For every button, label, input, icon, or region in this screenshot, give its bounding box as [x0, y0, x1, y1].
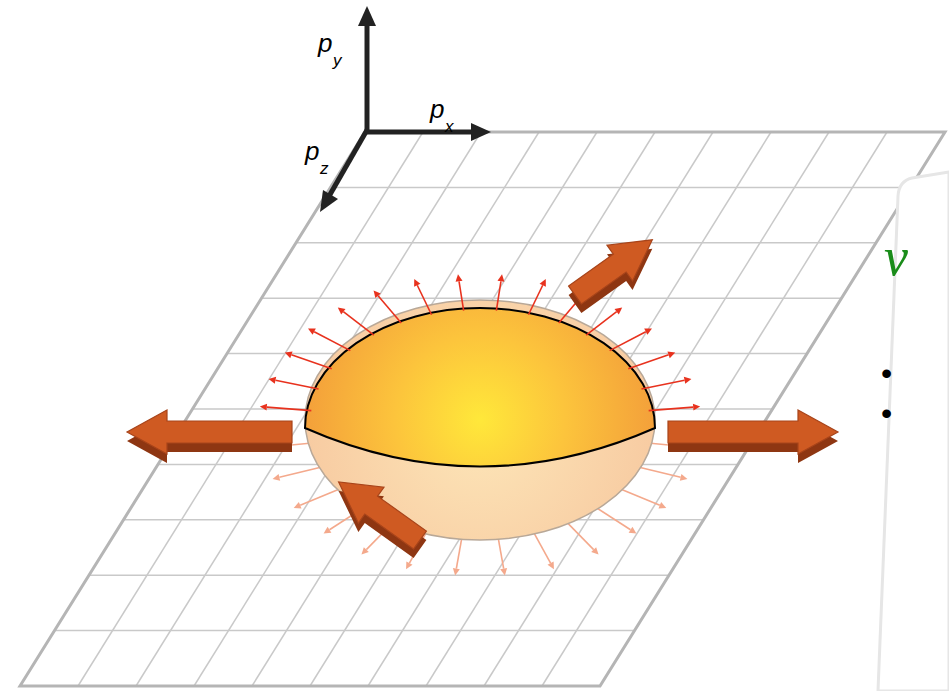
- flow-arrowhead: [361, 547, 368, 554]
- axis-label: p: [430, 96, 444, 122]
- upper-half-ellipsoid: [305, 308, 655, 467]
- flow-arrow: [459, 281, 464, 310]
- flow-arrow: [417, 285, 431, 315]
- flow-arrow: [300, 489, 339, 505]
- flow-arrow: [638, 467, 680, 477]
- flow-arrow: [597, 508, 630, 529]
- flow-arrow: [534, 534, 550, 563]
- flow-arrow: [610, 332, 646, 351]
- bullet: •: [881, 397, 892, 429]
- flow-arrowhead: [269, 377, 277, 384]
- grid-line: [89, 574, 669, 576]
- flow-arrowhead: [547, 562, 553, 570]
- flow-arrowhead: [540, 279, 546, 287]
- flow-arrow: [528, 285, 542, 315]
- flow-arrow: [267, 407, 312, 410]
- flow-arrowhead: [497, 274, 504, 281]
- flow-arrowhead: [629, 527, 637, 534]
- large-flow-arrows: [127, 240, 838, 558]
- flow-arrow: [641, 380, 684, 389]
- plane-border: [20, 132, 945, 686]
- flow-arrow: [279, 467, 321, 477]
- bullet: •: [881, 357, 892, 389]
- flow-arrow: [275, 380, 318, 389]
- flow-arrow: [628, 355, 668, 369]
- overlay-panel: [878, 172, 949, 691]
- flow-arrowhead: [500, 568, 507, 576]
- axis-arrowheads: [320, 6, 491, 212]
- flow-big-arrow: [569, 240, 653, 304]
- flow-arrowhead: [406, 562, 412, 570]
- grid-line: [55, 630, 635, 632]
- flow-arrow: [649, 407, 694, 410]
- flow-arrowhead: [658, 502, 666, 508]
- momentum-axes: [328, 22, 475, 198]
- flow-arrowhead: [338, 307, 346, 314]
- flow-arrowhead: [324, 527, 332, 534]
- momentum-plane: [20, 132, 945, 686]
- flow-arrowhead: [667, 352, 675, 359]
- axis-label: p: [318, 30, 332, 56]
- flow-arrowhead: [456, 274, 463, 281]
- axis-subscript: z: [320, 160, 329, 177]
- flow-arrow: [314, 332, 350, 351]
- flow-arrow: [496, 281, 501, 310]
- flow-arrowhead: [684, 377, 692, 384]
- flow-arrow: [586, 312, 617, 335]
- flow-coefficient: v: [884, 230, 908, 284]
- flow-arrowhead: [414, 279, 420, 287]
- flow-arrowhead: [294, 502, 302, 508]
- flow-arrow: [568, 523, 594, 549]
- flow-big-arrow: [339, 482, 427, 549]
- flow-arrowhead: [374, 290, 381, 298]
- flow-arrowhead: [644, 328, 652, 334]
- flow-arrow: [498, 539, 503, 568]
- flow-arrow: [456, 539, 461, 568]
- flow-arrowhead: [273, 474, 281, 481]
- flow-arrow: [291, 355, 331, 369]
- red-flow-arrows: [260, 274, 700, 410]
- flow-arrowhead: [260, 404, 267, 411]
- flow-arrowhead: [308, 328, 316, 334]
- flow-arrow: [343, 312, 374, 335]
- flow-arrowhead: [693, 404, 700, 411]
- flow-arrowhead: [591, 547, 598, 554]
- flow-arrowhead: [680, 474, 688, 481]
- axis-label: p: [305, 138, 319, 164]
- flow-arrowhead: [615, 307, 623, 314]
- flow-big-arrow: [127, 410, 292, 454]
- axis-subscript: x: [445, 118, 454, 135]
- axis-subscript: y: [333, 52, 342, 69]
- flow-arrow: [378, 296, 401, 323]
- flow-arrowhead: [285, 352, 293, 359]
- flow-big-arrow: [668, 410, 838, 454]
- flow-arrowhead: [453, 568, 460, 576]
- flow-arrow: [621, 489, 660, 505]
